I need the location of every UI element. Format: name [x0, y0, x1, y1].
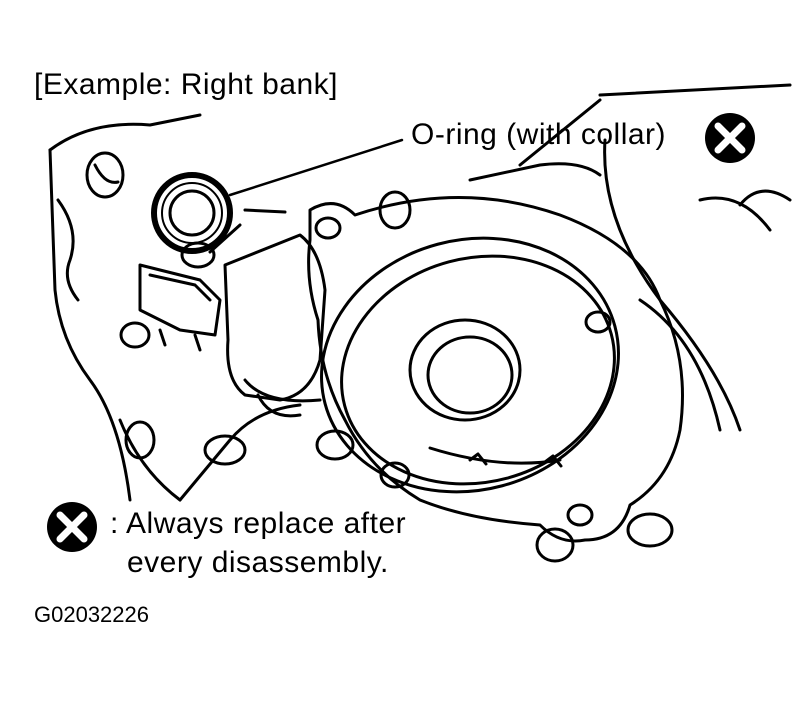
pump-body: [223, 233, 327, 418]
figure-title: [Example: Right bank]: [34, 68, 338, 101]
legend-replace-x-icon: [47, 502, 97, 552]
legend-text-line-2: every disassembly.: [127, 546, 389, 579]
callout-leader-line: [228, 138, 404, 197]
engine-block-outline: [48, 113, 202, 152]
electrical-connector: [138, 263, 222, 352]
o-ring-callout-label: O-ring (with collar): [411, 118, 667, 151]
figure-id: G02032226: [34, 602, 149, 627]
flange-housing: [307, 196, 684, 543]
replace-x-icon: [705, 113, 755, 163]
legend-text-line-1: : Always replace after: [110, 507, 407, 540]
bolt-heads: [85, 151, 674, 563]
o-ring-with-collar: [151, 172, 242, 269]
